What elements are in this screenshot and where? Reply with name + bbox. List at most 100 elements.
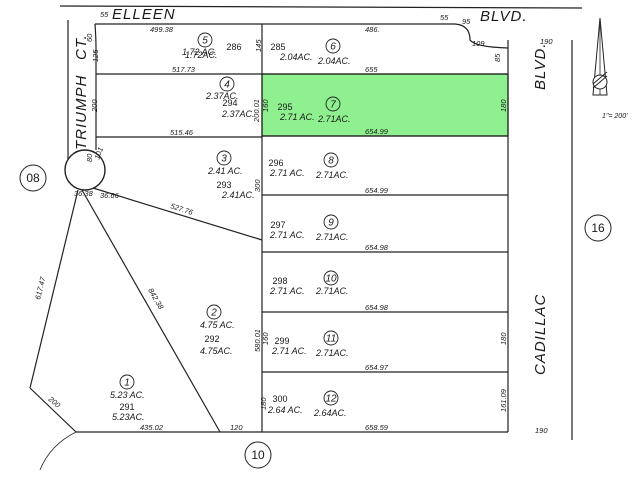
dim-v-58001: 580.01 bbox=[253, 329, 262, 352]
dim-top-499: 499.38 bbox=[150, 25, 174, 34]
lot-number: 6 bbox=[330, 42, 336, 53]
street-triumph: TRIUMPH bbox=[73, 75, 90, 150]
cul-de-sac bbox=[64, 149, 106, 191]
lot-number: 5 bbox=[202, 36, 208, 47]
lot-acreage: 2.37AC. bbox=[221, 109, 255, 119]
elleen-blvd-top-line bbox=[59, 5, 583, 9]
map-ref-left: 08 bbox=[26, 171, 40, 185]
street-elleen-blvd: BLVD. bbox=[480, 8, 528, 25]
lot-number-circle bbox=[323, 330, 339, 346]
dim-v-180a: 180 bbox=[499, 99, 508, 112]
lot-acreage: 2.71AC. bbox=[317, 114, 351, 124]
lot-1-west-line bbox=[29, 189, 79, 389]
parcel-acreage: 2.64 AC. bbox=[267, 405, 303, 415]
lot-number: 1 bbox=[124, 378, 130, 389]
map-scale: 1"= 200' bbox=[602, 113, 628, 120]
map-ref-right: 16 bbox=[591, 221, 605, 235]
lot-number: 8 bbox=[328, 156, 334, 167]
dim-v-190b: 190 bbox=[535, 426, 548, 435]
lot-number-circle bbox=[323, 152, 339, 168]
dim-top-55a: 55 bbox=[100, 10, 109, 19]
street-elleen: ELLEEN bbox=[112, 6, 176, 23]
lot-number: 7 bbox=[330, 100, 336, 111]
lot-number: 12 bbox=[325, 394, 337, 405]
dim-v-180c: 180 bbox=[259, 397, 268, 410]
dim-v-200c: 200 bbox=[46, 394, 63, 410]
dim-v-80: 80 bbox=[85, 153, 94, 162]
dim-right-190a: 190 bbox=[540, 37, 553, 46]
lot-number-circle bbox=[323, 270, 339, 286]
dim-v-60: 60 bbox=[85, 33, 94, 42]
corner-curve-nw bbox=[94, 23, 97, 49]
street-cadillac-blvd: BLVD. bbox=[532, 42, 549, 90]
dim-v-3638: 36.38 bbox=[74, 189, 94, 198]
dim-v-101: 101 bbox=[92, 146, 105, 161]
map-ref-bottom: 10 bbox=[251, 448, 265, 462]
dim-right-85: 85 bbox=[493, 53, 502, 62]
parcel-acreage: 2.71 AC. bbox=[271, 346, 307, 356]
map-ref-left-circle[interactable] bbox=[19, 164, 47, 192]
dim-top-55b: 55 bbox=[440, 13, 449, 22]
lot-number-circle bbox=[206, 304, 222, 320]
dim-r6: 654.98 bbox=[365, 243, 389, 252]
lot-number: 10 bbox=[325, 274, 337, 285]
dim-r1: 517.73 bbox=[172, 65, 196, 74]
dim-r2: 655 bbox=[365, 65, 378, 74]
dim-v-200a: 200 bbox=[90, 99, 99, 113]
parcel-acreage: 2.41 AC. bbox=[207, 166, 243, 176]
lot-acreage: 1.72AC. bbox=[185, 50, 218, 60]
dim-v-200b: 200.01 bbox=[252, 99, 261, 123]
dim-v-125: 125 bbox=[91, 49, 100, 62]
parcel-acreage: 2.37AC. bbox=[205, 91, 239, 101]
street-cadillac: CADILLAC bbox=[532, 294, 549, 375]
lot-acreage: 2.71AC. bbox=[315, 232, 349, 242]
bottom-left-curve bbox=[39, 431, 77, 471]
parcel-acreage: 2.71 AC. bbox=[279, 112, 315, 122]
lot-number-circle bbox=[119, 374, 135, 390]
lot-number: 4 bbox=[224, 80, 230, 91]
highlighted-parcel-295[interactable] bbox=[261, 73, 509, 137]
parcel-number: 285 bbox=[270, 42, 285, 52]
lot-number: 11 bbox=[326, 334, 336, 345]
lot-number-circle bbox=[323, 214, 339, 230]
dim-v-160b: 160 bbox=[261, 332, 270, 345]
parcel-acreage: 1.72 AC. bbox=[182, 47, 217, 57]
parcel-number: 294 bbox=[222, 98, 237, 108]
parcel-number: 296 bbox=[268, 158, 283, 168]
lot-number-circle bbox=[325, 38, 341, 54]
lot-1-sw-line bbox=[29, 387, 77, 433]
dim-r10: 435.02 bbox=[140, 423, 164, 432]
lot-number: 9 bbox=[328, 218, 334, 229]
lot-acreage: 2.64AC. bbox=[313, 408, 347, 418]
dim-v-180b: 180 bbox=[499, 332, 508, 345]
parcel-number: 300 bbox=[272, 394, 287, 404]
parcel-number: 291 bbox=[119, 402, 134, 412]
dim-r4: 654.99 bbox=[365, 127, 389, 136]
street-triumph-ct: CT. bbox=[73, 34, 90, 60]
lot-acreage: 5.23AC. bbox=[112, 412, 145, 422]
lot-number-circle bbox=[325, 96, 341, 112]
lot-number-circle bbox=[216, 150, 232, 166]
dim-r5: 654.99 bbox=[365, 186, 389, 195]
parcel-acreage: 2.71 AC. bbox=[269, 286, 305, 296]
dim-top-109: 109 bbox=[472, 39, 485, 48]
lot-acreage: 2.04AC. bbox=[317, 56, 351, 66]
map-ref-bottom-circle[interactable] bbox=[244, 441, 272, 469]
dim-v-300: 300 bbox=[253, 179, 262, 192]
lot-line-3-2 bbox=[92, 187, 263, 241]
map-ref-right-circle[interactable] bbox=[584, 214, 612, 242]
dim-v-16109: 161.09 bbox=[499, 388, 508, 412]
